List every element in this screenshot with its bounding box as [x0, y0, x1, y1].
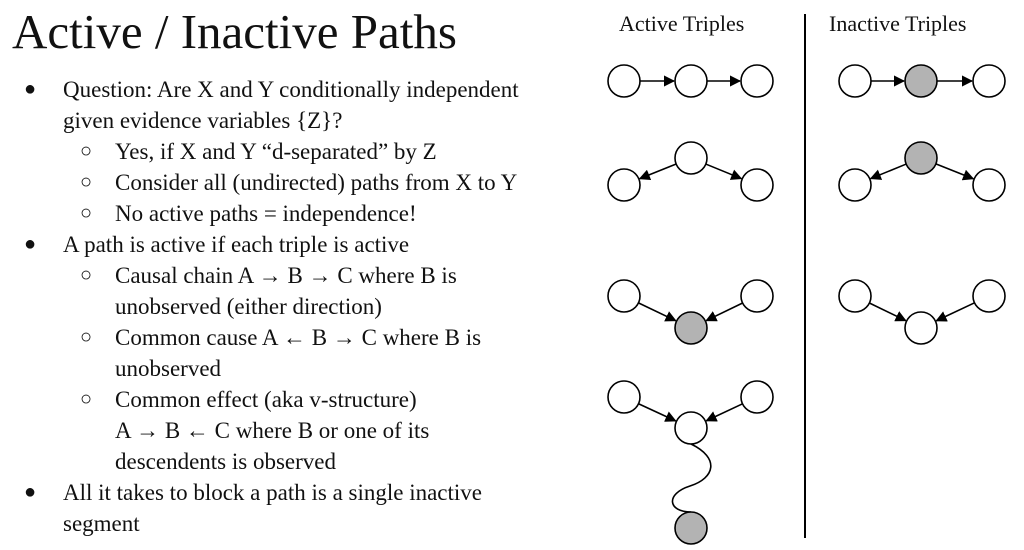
node-a — [838, 64, 872, 98]
bullet-text: descendents is observed — [115, 449, 336, 474]
bullet-disc-icon: ● — [24, 233, 37, 255]
active-triples-heading: Active Triples — [619, 11, 745, 36]
bullet-circle-icon: ○ — [80, 388, 93, 410]
node-b — [904, 311, 938, 345]
node-a — [607, 168, 641, 202]
edge-arrow — [705, 403, 743, 422]
slide-title: Active / Inactive Paths — [12, 4, 457, 59]
bullet-circle-icon: ○ — [80, 326, 93, 348]
node-c — [740, 168, 774, 202]
bullet-item: A → B ← C where B or one of its — [0, 415, 600, 446]
bullet-item: ● A path is active if each triple is acti… — [0, 229, 600, 260]
node-c — [972, 279, 1006, 313]
bullet-item: descendents is observed — [0, 446, 600, 477]
bullet-item: ● All it takes to block a path is a singl… — [0, 477, 600, 508]
bullet-text: Causal chain A → B → C where B is — [115, 263, 457, 288]
bullet-text: Common effect (aka v-structure) — [115, 387, 417, 412]
bullet-item: segment — [0, 508, 600, 539]
bullet-text: Common cause A ← B → C where B is — [115, 325, 482, 350]
bullet-text: All it takes to block a path is a single… — [63, 480, 483, 505]
edge-arrow — [638, 302, 677, 322]
bullet-item: ○ Common cause A ← B → C where B is — [0, 322, 600, 353]
descendant-path-squiggle — [671, 443, 712, 513]
node-b-observed — [674, 311, 708, 345]
edge-arrow — [705, 163, 743, 180]
edge-arrow — [935, 163, 975, 181]
bullet-item: unobserved — [0, 353, 600, 384]
bullet-text: A → B ← C where B or one of its — [115, 418, 430, 443]
node-a — [838, 279, 872, 313]
bullet-disc-icon: ● — [24, 481, 37, 503]
node-b-observed — [904, 64, 938, 98]
node-c — [740, 64, 774, 98]
node-b-observed — [904, 141, 938, 175]
edge-arrow — [638, 402, 677, 422]
bullet-text: A path is active if each triple is activ… — [63, 232, 410, 257]
bullet-circle-icon: ○ — [80, 264, 93, 286]
bullet-text: segment — [63, 511, 140, 536]
bullet-item: ○ Yes, if X and Y “d-separated” by Z — [0, 136, 600, 167]
bullet-list: ● Question: Are X and Y conditionally ind… — [0, 74, 600, 539]
bullet-text: unobserved (either direction) — [115, 294, 382, 319]
node-b — [674, 411, 708, 445]
edge-arrow — [638, 163, 677, 181]
bullet-text: No active paths = independence! — [115, 201, 417, 226]
bullet-circle-icon: ○ — [80, 140, 93, 162]
node-a — [607, 279, 641, 313]
bullet-text: given evidence variables {Z}? — [63, 108, 343, 133]
node-b — [674, 141, 708, 175]
node-b — [674, 64, 708, 98]
edge-arrow — [869, 302, 907, 322]
node-c — [972, 64, 1006, 98]
bullet-text: Yes, if X and Y “d-separated” by Z — [115, 139, 437, 164]
bullet-item: ○ Consider all (undirected) paths from X … — [0, 167, 600, 198]
node-c — [740, 380, 774, 414]
bullet-item: given evidence variables {Z}? — [0, 105, 600, 136]
node-c — [740, 279, 774, 313]
bullet-item: unobserved (either direction) — [0, 291, 600, 322]
bullet-circle-icon: ○ — [80, 171, 93, 193]
node-a — [607, 380, 641, 414]
edge-arrow — [869, 163, 907, 180]
node-c — [972, 168, 1006, 202]
edge-arrow — [935, 302, 975, 322]
column-divider — [804, 14, 806, 538]
bullet-disc-icon: ● — [24, 78, 37, 100]
bullet-item: ● Question: Are X and Y conditionally ind… — [0, 74, 600, 105]
bullet-item: ○ Causal chain A → B → C where B is — [0, 260, 600, 291]
node-a — [607, 64, 641, 98]
edge-arrow — [705, 302, 743, 322]
bullet-text: unobserved — [115, 356, 222, 381]
bullet-text: Question: Are X and Y conditionally inde… — [63, 77, 519, 102]
node-a — [838, 168, 872, 202]
bullet-item: ○ No active paths = independence! — [0, 198, 600, 229]
bullet-item: ○ Common effect (aka v-structure) — [0, 384, 600, 415]
bullet-text: Consider all (undirected) paths from X t… — [115, 170, 518, 195]
node-descendant-observed — [674, 511, 708, 545]
inactive-triples-heading: Inactive Triples — [829, 11, 967, 36]
bullet-circle-icon: ○ — [80, 202, 93, 224]
